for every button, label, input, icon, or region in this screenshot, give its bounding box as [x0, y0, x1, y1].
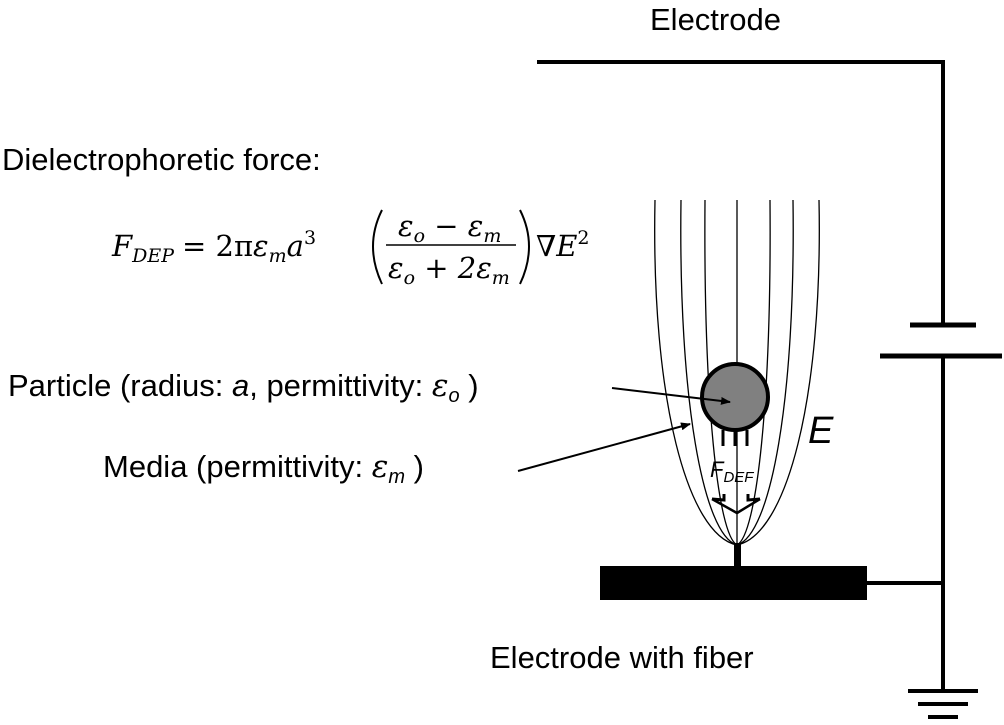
particle-label: Particle (radius: a, permittivity: εo )	[8, 368, 479, 407]
svg-text:FDEP= 2πεma3: FDEP= 2πεma3	[111, 227, 316, 267]
svg-text:∇E2: ∇E2	[536, 227, 590, 263]
force-label: FDEF	[710, 457, 754, 486]
bottom-electrode-label: Electrode with fiber	[490, 640, 754, 675]
field-line	[736, 199, 820, 546]
bottom-electrode	[600, 566, 867, 600]
left-paren	[372, 209, 383, 285]
field-line	[736, 199, 771, 546]
field-line	[654, 199, 738, 546]
field-lines	[654, 199, 820, 546]
ground-icon	[908, 689, 978, 719]
force-heading: Dielectrophoretic force:	[2, 142, 321, 177]
dep-equation: FDEP= 2πεma3 εo − εm εo + 2εm ∇E2	[111, 209, 590, 289]
right-paren	[519, 209, 530, 285]
particle-pointer-arrow	[611, 387, 731, 405]
capacitor-icon	[880, 322, 1002, 359]
media-label: Media (permittivity: εm )	[103, 449, 424, 488]
force-arrow-icon	[711, 430, 761, 515]
fiber	[734, 543, 741, 567]
svg-text:εo − εm: εo − εm	[398, 209, 501, 247]
media-pointer-arrow	[517, 422, 691, 472]
top-electrode-label: Electrode	[650, 2, 781, 37]
field-line	[704, 199, 738, 546]
particle	[700, 362, 770, 432]
field-line	[736, 199, 794, 546]
circuit-wire	[537, 60, 945, 690]
field-label: E	[808, 410, 834, 452]
field-line	[680, 199, 738, 546]
svg-text:εo + 2εm: εo + 2εm	[388, 251, 510, 289]
